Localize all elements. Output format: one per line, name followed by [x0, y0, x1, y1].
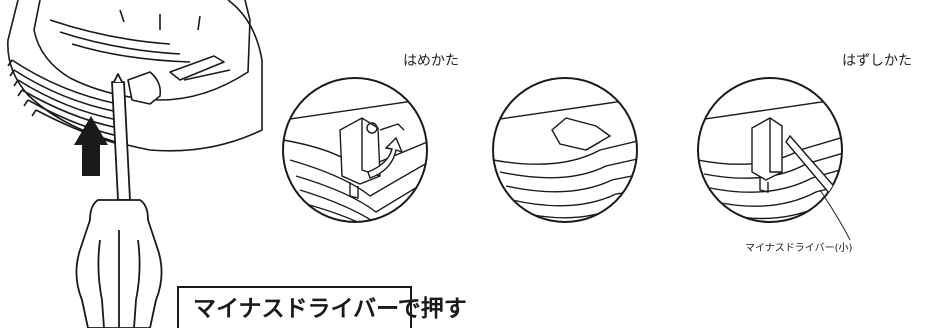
attached-detail-circle [492, 77, 638, 223]
remove-label: はずしかた [842, 53, 912, 69]
small-screwdriver-label: マイナスドライバー(小) [745, 243, 853, 254]
filter-panel-illustration [7, 0, 263, 152]
install-label: はめかた [403, 53, 459, 69]
curved-arrow-icon [367, 136, 404, 179]
install-detail-circle [282, 77, 428, 223]
caption-text: マイナスドライバーで押す [193, 296, 467, 322]
remove-detail-circle [697, 77, 851, 241]
screwdriver-icon [75, 73, 163, 329]
caption-box: マイナスドライバーで押す [177, 286, 467, 328]
up-arrow-icon [74, 116, 108, 176]
